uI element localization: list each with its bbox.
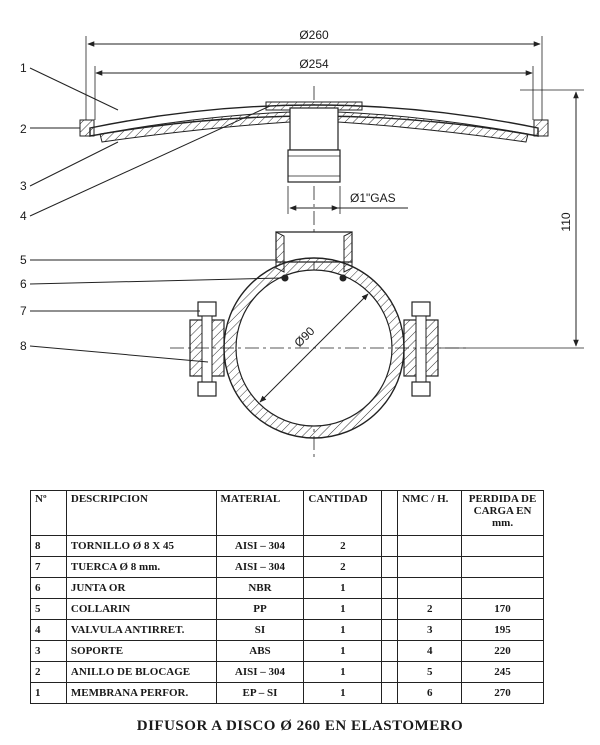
diffuser-disc xyxy=(79,101,549,183)
thread-label: Ø1"GAS xyxy=(350,191,396,205)
header-spacer xyxy=(381,490,399,536)
callout-5: 5 xyxy=(20,253,27,267)
bolt-left xyxy=(197,301,217,397)
disc-diameter-label: Ø254 xyxy=(299,57,329,71)
callout-2: 2 xyxy=(20,122,27,136)
callout-7: 7 xyxy=(20,304,27,318)
header-number: Nº xyxy=(30,490,67,536)
callout-4: 4 xyxy=(20,209,27,223)
bolt-right xyxy=(411,301,431,397)
dim-thread: Ø1"GAS xyxy=(287,186,408,214)
header-quantity: CANTIDAD xyxy=(303,490,383,536)
parts-table-header: Nº DESCRIPCION MATERIAL CANTIDAD NMC / H… xyxy=(30,490,544,536)
callout-6: 6 xyxy=(20,277,27,291)
header-nmc: NMC / H. xyxy=(397,490,463,536)
header-description: DESCRIPCION xyxy=(65,490,217,536)
dim-height: 110 xyxy=(440,89,584,349)
drawing-title: DIFUSOR A DISCO Ø 260 EN ELASTOMERO xyxy=(136,718,464,734)
parts-table: Nº DESCRIPCION MATERIAL CANTIDAD NMC / H… xyxy=(30,490,544,704)
overall-diameter-label: Ø260 xyxy=(299,28,329,42)
header-head-loss: PERDIDA DE CARGA EN mm. xyxy=(461,490,544,536)
callout-8: 8 xyxy=(20,339,27,353)
callout-3: 3 xyxy=(20,179,27,193)
dim-overall-diameter: Ø260 xyxy=(85,28,543,120)
callout-1: 1 xyxy=(20,61,27,75)
callouts: 1 2 3 4 5 6 7 8 xyxy=(20,61,283,363)
header-material: MATERIAL xyxy=(215,490,305,536)
height-label: 110 xyxy=(559,212,573,231)
dim-disc-diameter: Ø254 xyxy=(94,57,534,120)
technical-drawing: Ø260 Ø254 Ø1"GAS xyxy=(20,28,584,460)
